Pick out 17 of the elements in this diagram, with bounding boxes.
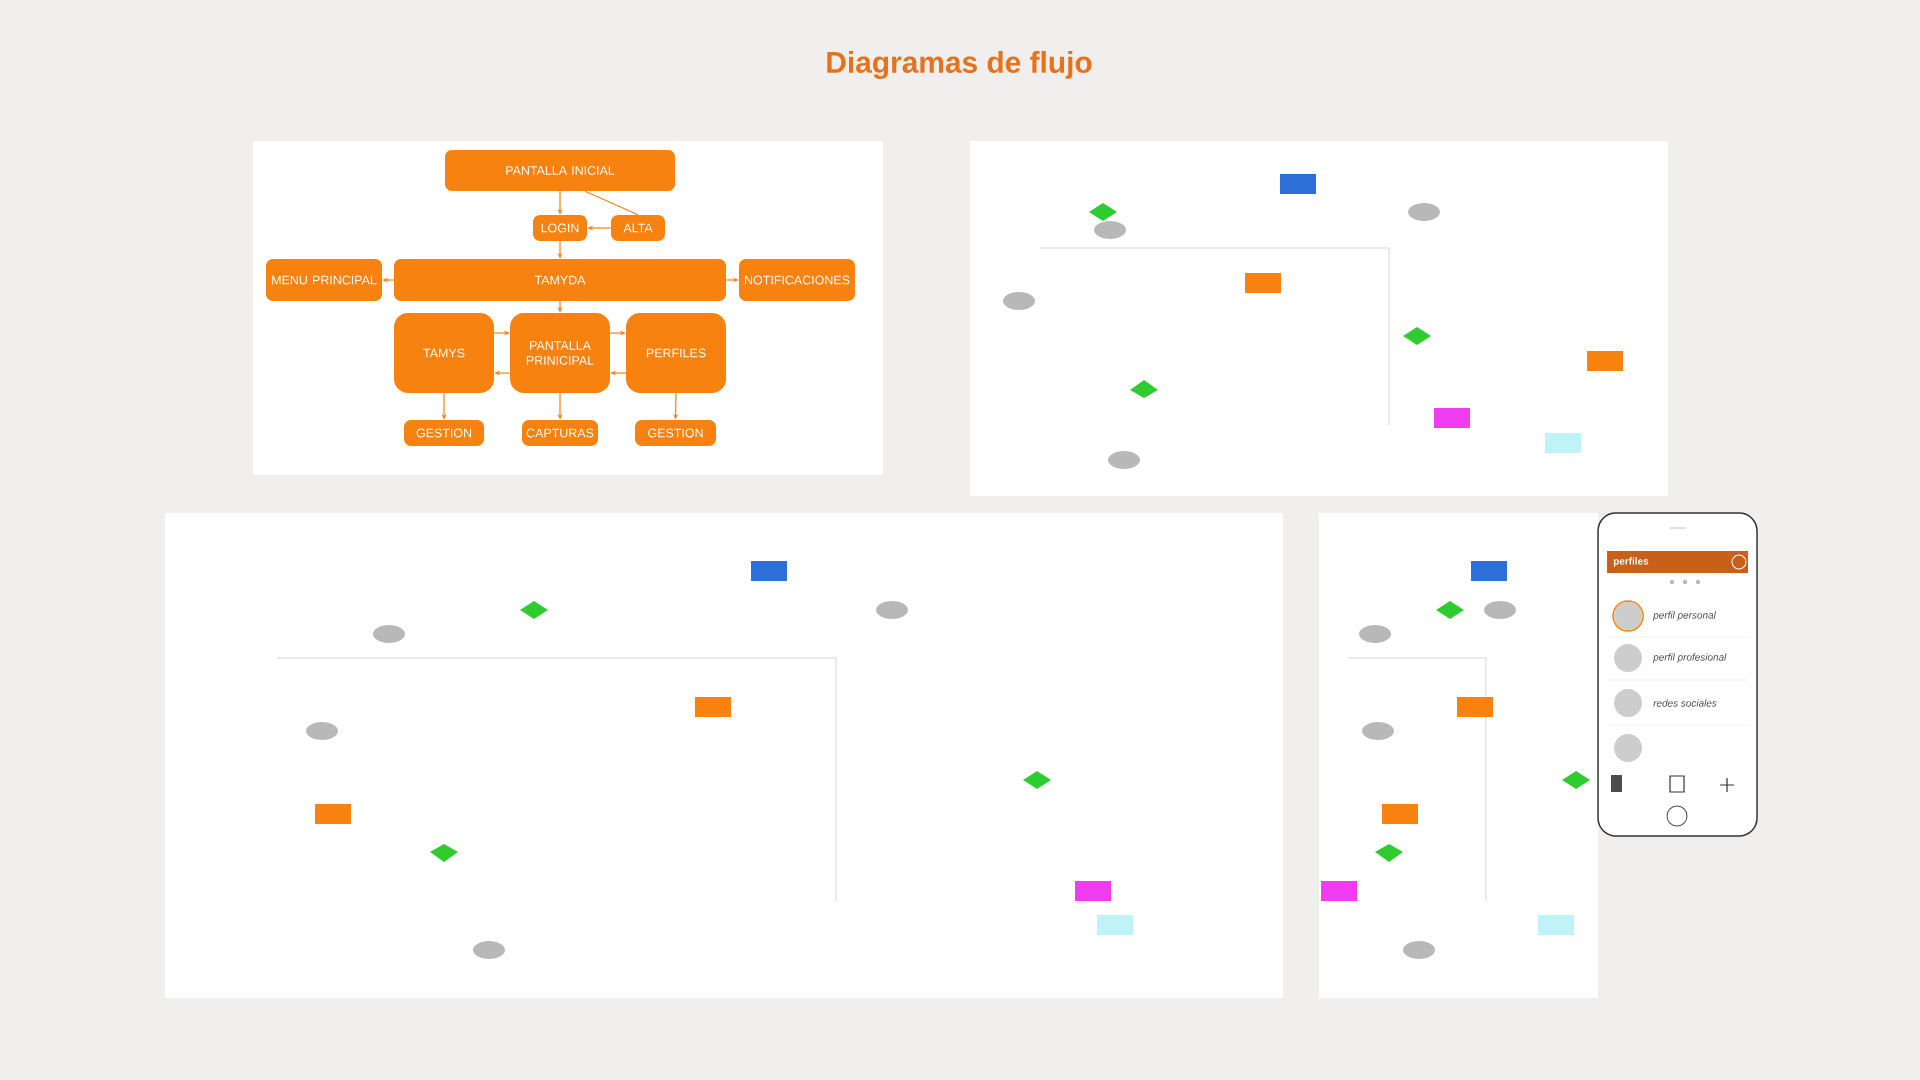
process-box: TAMYS <box>394 313 494 393</box>
process-box: PERFILES <box>626 313 726 393</box>
process-box: NOTIFICACIONES <box>739 259 855 301</box>
profile-name: perfil personal <box>1652 611 1716 621</box>
process-box: CAPTURAS <box>522 420 598 446</box>
process-box: LOGIN <box>533 215 587 241</box>
process-box: PANTALLA PRINICIPAL <box>510 313 610 393</box>
process-box: GESTION <box>635 420 716 446</box>
process-box: TAMYDA <box>394 259 726 301</box>
process-box: MENU PRINCIPAL <box>266 259 382 301</box>
process-box: PANTALLA INICIAL <box>445 150 675 191</box>
process-box: ALTA <box>611 215 665 241</box>
title: Diagramas de flujo <box>827 51 1092 79</box>
profile-name: perfil profesional <box>1652 653 1727 663</box>
profile-name: redes sociales <box>1653 699 1717 707</box>
screen-title: perfiles <box>1613 557 1649 567</box>
process-box: GESTION <box>404 420 484 446</box>
